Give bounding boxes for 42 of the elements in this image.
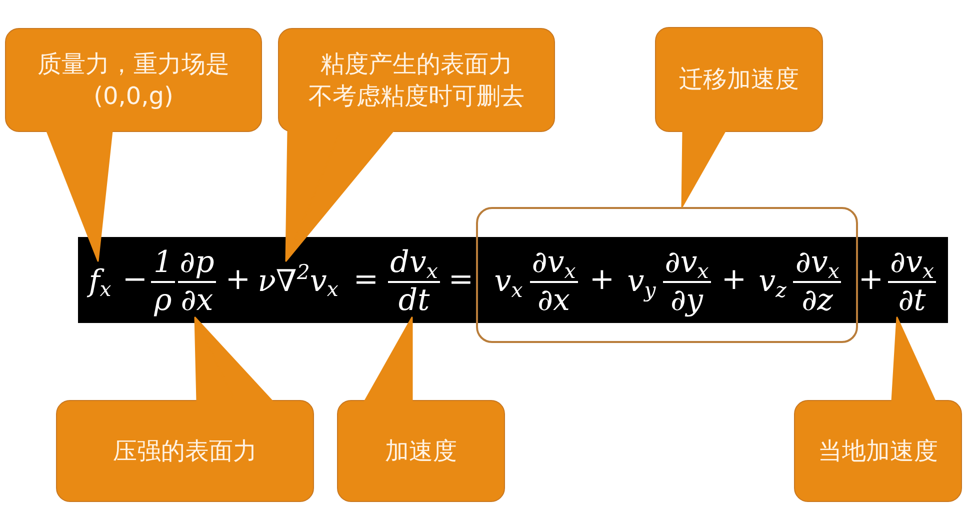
callout-text: 加速度	[385, 436, 457, 467]
callout-pointer	[285, 130, 394, 262]
math-operator: +	[589, 262, 615, 298]
fraction-numerator: ∂p	[178, 246, 216, 279]
fraction-denominator: ρ	[153, 285, 173, 318]
fraction-denominator: ∂y	[670, 285, 704, 318]
highlight-frame	[476, 207, 858, 343]
callout-bubble	[337, 400, 505, 502]
math-operator: +	[858, 262, 884, 298]
math-term: v$_{x}$	[494, 266, 523, 298]
math-operator: −	[122, 262, 148, 298]
callout-text: 当地加速度	[818, 436, 938, 467]
callout-pointer	[891, 316, 936, 402]
fraction-denominator: ∂x	[536, 285, 571, 318]
fraction-denominator: ∂t	[897, 285, 927, 318]
math-term: ν∇$^{2}$v$_{x}$	[258, 261, 338, 303]
callout-text: 迁移加速度	[679, 64, 799, 96]
fraction-numerator: ∂v$_{x}$	[530, 246, 577, 279]
fraction-denominator: ∂x	[180, 285, 214, 318]
callout-pointer	[194, 316, 273, 402]
math-operator: =	[353, 262, 379, 298]
callout-bubble	[655, 27, 823, 132]
math-term: v$_{z}$	[758, 266, 786, 298]
math-term: f$_{x}$	[88, 261, 112, 303]
callout-pointer	[681, 130, 726, 208]
fraction-numerator: ∂v$_{x}$	[889, 246, 935, 279]
fraction-numerator: 1	[152, 246, 174, 279]
math-operator: +	[721, 262, 747, 298]
callout-bubble	[794, 400, 962, 502]
callout-text: 质量力，重力场是(0,0,g)	[36, 48, 230, 112]
math-operator: =	[448, 262, 474, 298]
fraction-denominator: dt	[397, 285, 431, 318]
callout-pointer	[364, 316, 413, 402]
fraction-denominator: ∂z	[800, 285, 834, 318]
callout-pointer	[46, 130, 113, 262]
fraction-numerator: dv$_{x}$	[389, 246, 439, 279]
callout-text: 压强的表面力	[113, 436, 257, 467]
math-operator: +	[225, 262, 251, 298]
callout-text: 粘度产生的表面力不考虑粘度时可删去	[308, 48, 524, 112]
equation-band	[78, 237, 948, 323]
fraction-numerator: ∂v$_{x}$	[794, 246, 840, 279]
fraction-numerator: ∂v$_{x}$	[664, 246, 710, 279]
